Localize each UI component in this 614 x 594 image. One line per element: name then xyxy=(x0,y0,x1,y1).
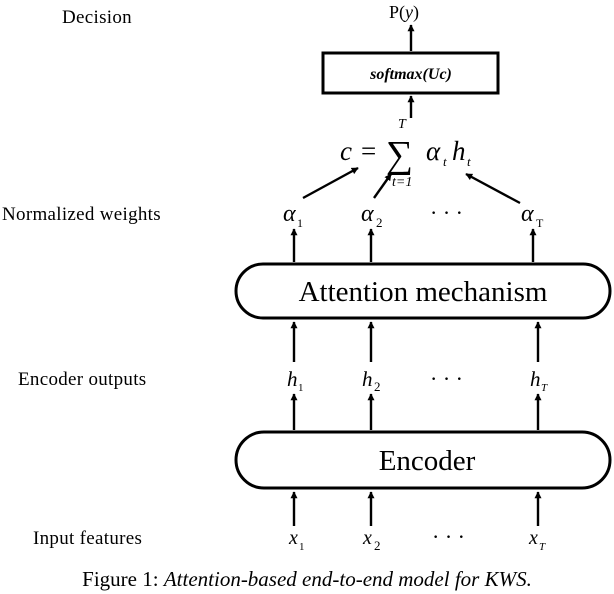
svg-text:α: α xyxy=(283,201,296,227)
svg-text:1: 1 xyxy=(299,541,305,553)
svg-text:t: t xyxy=(467,154,471,169)
weight-alpha-1: α 1 xyxy=(283,201,303,230)
encoder-output-h2: h 2 xyxy=(362,367,381,394)
weight-alpha-2: α 2 xyxy=(361,201,383,230)
svg-text:2: 2 xyxy=(374,538,381,553)
svg-text:h: h xyxy=(452,136,466,166)
encoder-outputs-ellipsis: · · · xyxy=(430,366,463,391)
decision-label: Decision xyxy=(62,7,132,28)
encoder-label: Encoder xyxy=(379,445,476,477)
svg-text:c: c xyxy=(340,136,352,166)
svg-text:h: h xyxy=(530,367,541,391)
svg-text:h: h xyxy=(362,367,373,391)
svg-text:1: 1 xyxy=(298,382,304,394)
arrow-alpha1-to-context xyxy=(302,166,359,200)
output-probability: P(y) xyxy=(389,2,419,23)
input-xT: x T xyxy=(528,527,546,553)
input-x1: x 1 xyxy=(288,527,305,553)
input-x2: x 2 xyxy=(362,527,381,553)
svg-text:1: 1 xyxy=(297,216,303,230)
svg-text:T: T xyxy=(536,216,544,230)
encoder-output-h1: h 1 xyxy=(287,367,304,394)
svg-text:h: h xyxy=(287,367,298,391)
caption-text: Attention-based end-to-end model for KWS… xyxy=(162,567,532,591)
normalized-weights-label: Normalized weights xyxy=(2,204,161,225)
encoder-box xyxy=(234,430,612,490)
svg-text:x: x xyxy=(362,527,372,549)
svg-text:t: t xyxy=(443,154,447,169)
svg-text:α: α xyxy=(361,201,374,227)
svg-text:α: α xyxy=(426,136,441,166)
softmax-box xyxy=(321,51,500,95)
encoder-outputs-label: Encoder outputs xyxy=(18,369,147,390)
svg-text:x: x xyxy=(528,527,538,549)
svg-text:T: T xyxy=(539,541,546,553)
attention-mechanism-label: Attention mechanism xyxy=(299,276,548,308)
svg-text:T: T xyxy=(541,382,548,394)
arrow-alpha2-to-context xyxy=(373,173,392,199)
input-features-label: Input features xyxy=(33,528,142,549)
svg-text:=: = xyxy=(361,136,376,166)
svg-text:T: T xyxy=(398,117,407,132)
attention-mechanism-box xyxy=(234,262,612,320)
inputs-ellipsis: · · · xyxy=(432,524,465,549)
context-formula: c = T ∑ t=1 α t h t xyxy=(340,117,471,190)
svg-text:α: α xyxy=(521,201,534,227)
softmax-label: softmax(Uc) xyxy=(369,66,452,83)
svg-text:∑: ∑ xyxy=(386,134,413,176)
svg-text:2: 2 xyxy=(376,215,383,230)
caption-prefix: Figure 1: xyxy=(82,567,164,591)
arrow-alphaT-to-context xyxy=(465,172,521,205)
svg-text:2: 2 xyxy=(374,379,381,394)
encoder-output-hT: h T xyxy=(530,367,548,394)
svg-text:x: x xyxy=(288,527,298,549)
svg-text:t=1: t=1 xyxy=(392,175,412,190)
weights-ellipsis: · · · xyxy=(430,200,463,225)
figure-caption: Figure 1: Attention-based end-to-end mod… xyxy=(82,567,532,591)
weight-alpha-T: α T xyxy=(521,201,544,230)
